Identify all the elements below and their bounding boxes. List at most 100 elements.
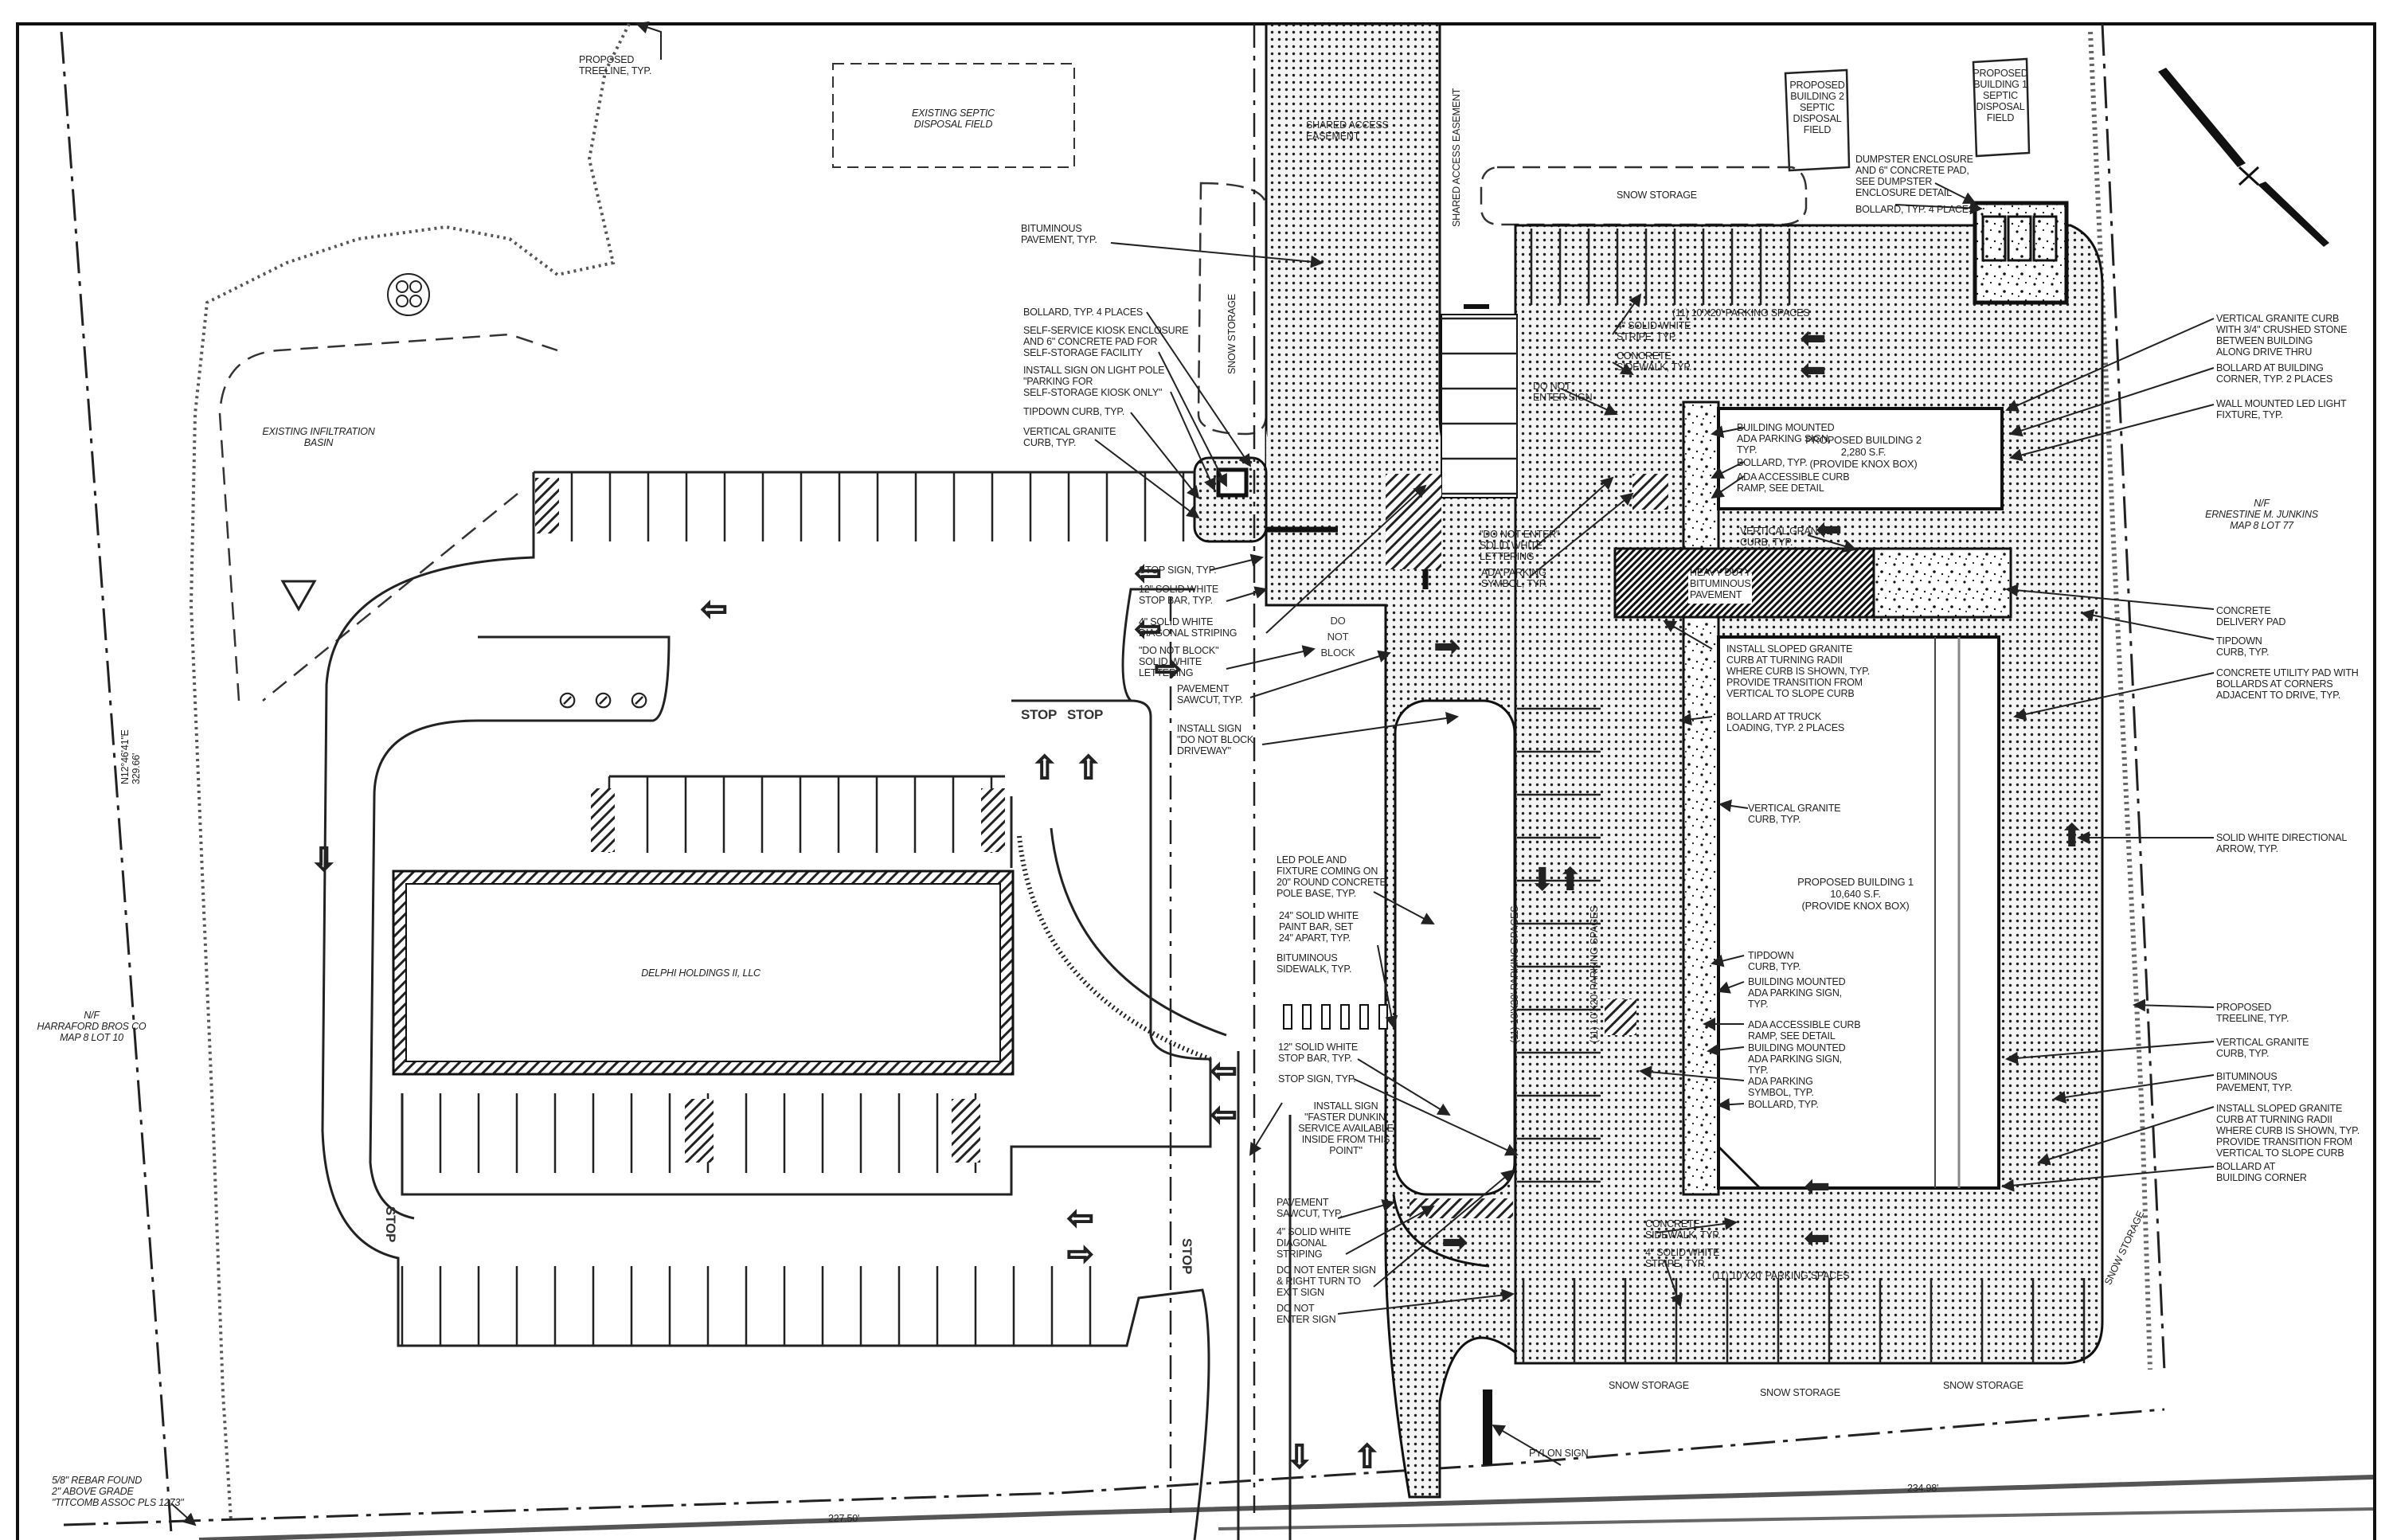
concrete-delivery-pad	[1872, 547, 2012, 619]
note-tipdown-east: TIPDOWN CURB, TYP.	[2216, 635, 2270, 658]
note-kiosk-enclosure: SELF-SERVICE KIOSK ENCLOSURE AND 6" CONC…	[1023, 325, 1189, 358]
painted-do-not-block: DO NOT BLOCK	[1320, 615, 1355, 659]
note-wall-light: WALL MOUNTED LED LIGHT FIXTURE, TYP.	[2216, 398, 2347, 420]
distance-south-1: 227.50'	[828, 1513, 860, 1524]
abutter-harraford: N/F HARRAFORD BROS CO MAP 8 LOT 10	[37, 1010, 147, 1043]
note-ada-symbol-b1: ADA PARKING SYMBOL, TYP.	[1748, 1076, 1814, 1098]
note-vertical-curb-b1: VERTICAL GRANITE CURB, TYP.	[1748, 803, 1841, 825]
existing-septic-field	[832, 63, 1075, 168]
note-concrete-sidewalk: CONCRETE SIDEWALK, TYP.	[1617, 350, 1692, 373]
arrow-up-icon: ⇧	[1353, 1440, 1381, 1475]
note-stop-bar-north: 12" SOLID WHITE STOP BAR, TYP.	[1139, 584, 1219, 606]
arrow-down-icon: ⇩	[1285, 1440, 1313, 1475]
note-dumpster-enclosure: DUMPSTER ENCLOSURE AND 6" CONCRETE PAD, …	[1855, 154, 1973, 198]
road-edge-2	[1218, 1507, 2374, 1530]
note-kiosk-sign: INSTALL SIGN ON LIGHT POLE "PARKING FOR …	[1023, 365, 1165, 398]
painted-stop-4: STOP	[383, 1206, 398, 1243]
note-sidewalk-south: CONCRETE SIDEWALK, TYP.	[1645, 1218, 1721, 1241]
note-do-not-block-sign: INSTALL SIGN "DO NOT BLOCK DRIVEWAY"	[1177, 723, 1254, 756]
note-infiltration-basin: EXISTING INFILTRATION BASIN	[262, 426, 375, 448]
note-snow-storage-s2: SNOW STORAGE	[1760, 1387, 1840, 1398]
arrow-left-icon: ⇦	[700, 592, 728, 627]
note-do-not-enter-lettering: "DO NOT ENTER" SOLID WHITE LETTERING	[1480, 529, 1560, 562]
property-line-south	[63, 1408, 2165, 1526]
north-arrow-icon	[2158, 68, 2329, 247]
note-faster-dunkin-sign: INSTALL SIGN "FASTER DUNKIN' SERVICE AVA…	[1298, 1100, 1394, 1156]
note-bollard-corner: BOLLARD AT BUILDING CORNER, TYP. 2 PLACE…	[2216, 362, 2333, 385]
note-bituminous-east: BITUMINOUS PAVEMENT, TYP.	[2216, 1071, 2293, 1093]
property-line-west	[60, 31, 173, 1534]
sheet-border	[16, 22, 2376, 1540]
painted-stop-2: STOP	[1067, 707, 1104, 722]
note-snow-storage-s1: SNOW STORAGE	[1609, 1380, 1689, 1391]
arrow-left-icon: ⬅	[1800, 321, 1827, 356]
existing-treeline	[189, 23, 631, 1522]
painted-stop-3: STOP	[1179, 1238, 1194, 1275]
arrow-left-icon: ⬅	[1816, 512, 1843, 547]
arrow-right-icon: ⇨	[1066, 1237, 1094, 1272]
building-1-septic-field	[1972, 57, 2031, 158]
note-snow-storage-north: SNOW STORAGE	[1617, 190, 1697, 201]
note-proposed-treeline: PROPOSED TREELINE, TYP.	[579, 54, 652, 76]
arrow-up-icon: ⇧	[1074, 751, 1102, 786]
note-rebar-found: 5/8" REBAR FOUND 2" ABOVE GRADE "TITCOMB…	[52, 1475, 184, 1508]
stone-pad-icon	[387, 273, 430, 316]
ada-access-aisle	[535, 478, 559, 534]
crosswalk-bars	[1283, 1004, 1388, 1030]
arrow-up-icon: ⬆	[2059, 819, 2086, 854]
building-2-label: PROPOSED BUILDING 2 2,280 S.F. (PROVIDE …	[1805, 434, 1922, 470]
note-white-stripe: 4" SOLID WHITE STRIPE, TYP.	[1617, 320, 1691, 342]
note-snow-storage-s3: SNOW STORAGE	[1943, 1380, 2023, 1391]
bearing-west: N12°46'41"E 329.66'	[119, 729, 142, 784]
note-paint-bar: 24" SOLID WHITE PAINT BAR, SET 24" APART…	[1279, 910, 1359, 944]
note-vertical-curb-b2: VERTICAL GRANITE CURB, TYP.	[1740, 526, 1833, 548]
note-building-2-septic: PROPOSED BUILDING 2 SEPTIC DISPOSAL FIEL…	[1789, 80, 1845, 135]
parking-stall-lines	[401, 229, 2086, 1363]
arrow-up-icon: ⬆	[1557, 862, 1584, 897]
note-ada-sign-b1: BUILDING MOUNTED ADA PARKING SIGN, TYP.	[1748, 976, 1846, 1010]
note-utility-pad: CONCRETE UTILITY PAD WITH BOLLARDS AT CO…	[2216, 667, 2359, 701]
note-bituminous-sidewalk: BITUMINOUS SIDEWALK, TYP.	[1277, 952, 1352, 975]
painted-stop-1: STOP	[1021, 707, 1058, 722]
note-heavy-duty-pavement: HEAVY DUTY BITUMINOUS PAVEMENT	[1690, 567, 1751, 600]
arrow-down-icon: ⇩	[310, 842, 338, 877]
note-bollard-b2: BOLLARD, TYP.	[1737, 457, 1808, 468]
note-stop-sign-north: STOP SIGN, TYP.	[1139, 565, 1217, 576]
note-snow-storage: SNOW STORAGE	[1226, 294, 1238, 374]
note-ada-ramp-b1: ADA ACCESSIBLE CURB RAMP, SEE DETAIL	[1748, 1019, 1861, 1042]
note-tipdown-b1: TIPDOWN CURB, TYP.	[1748, 950, 1801, 972]
arrow-left-icon: ⬅	[1804, 1221, 1831, 1256]
distance-south-2: 234.98'	[1907, 1483, 1939, 1494]
note-stop-sign-south: STOP SIGN, TYP.	[1278, 1073, 1356, 1085]
diagonal-striping	[1410, 1198, 1513, 1218]
property-line-east	[2101, 23, 2166, 1372]
note-bituminous-pavement: BITUMINOUS PAVEMENT, TYP.	[1021, 223, 1097, 245]
self-service-kiosk	[1216, 467, 1249, 498]
note-vertical-curb-east: VERTICAL GRANITE CURB, TYP.	[2216, 1037, 2309, 1059]
note-curb-crushed-stone: VERTICAL GRANITE CURB WITH 3/4" CRUSHED …	[2216, 313, 2348, 358]
arrow-left-icon: ⇦	[1134, 612, 1162, 647]
note-do-not-block-lettering: "DO NOT BLOCK" SOLID WHITE LETTERING	[1139, 645, 1219, 678]
note-do-not-enter-south: DO NOT ENTER SIGN	[1277, 1303, 1336, 1325]
note-pavement-sawcut-south: PAVEMENT SAWCUT, TYP.	[1277, 1197, 1343, 1219]
west-lot-curbs	[321, 24, 1292, 1540]
building-delphi-label: DELPHI HOLDINGS II, LLC	[641, 967, 760, 979]
note-shared-access-vertical: SHARED ACCESS EASEMENT	[1451, 88, 1462, 227]
note-bollard-truck: BOLLARD AT TRUCK LOADING, TYP. 2 PLACES	[1726, 711, 1844, 733]
arrow-right-icon: ➡	[1433, 629, 1460, 664]
note-ada-symbol: ADA PARKING SYMBOL, TYP.	[1481, 567, 1547, 589]
arrow-left-icon: ⬅	[1804, 1169, 1831, 1204]
note-diagonal-striping-south: 4" SOLID WHITE DIAGONAL STRIPING	[1277, 1226, 1351, 1260]
west-stall-island	[1441, 314, 1518, 498]
abutter-junkins: N/F ERNESTINE M. JUNKINS MAP 8 LOT 77	[2205, 498, 2318, 531]
note-stop-bar-south: 12" SOLID WHITE STOP BAR, TYP.	[1278, 1042, 1359, 1064]
building-1-label: PROPOSED BUILDING 1 10,640 S.F. (PROVIDE…	[1797, 876, 1914, 912]
road-edge	[198, 1475, 2374, 1540]
note-ada-sign-b1-2: BUILDING MOUNTED ADA PARKING SIGN, TYP.	[1748, 1042, 1846, 1076]
building-2-septic-field	[1784, 68, 1851, 172]
note-stripe-south: 4" SOLID WHITE STRIPE, TYP.	[1645, 1247, 1720, 1269]
snow-storage-west	[1197, 182, 1268, 436]
note-do-not-enter-sign: DO NOT ENTER SIGN	[1533, 381, 1593, 403]
note-building-1-septic: PROPOSED BUILDING 1 SEPTIC DISPOSAL FIEL…	[1973, 68, 2028, 123]
